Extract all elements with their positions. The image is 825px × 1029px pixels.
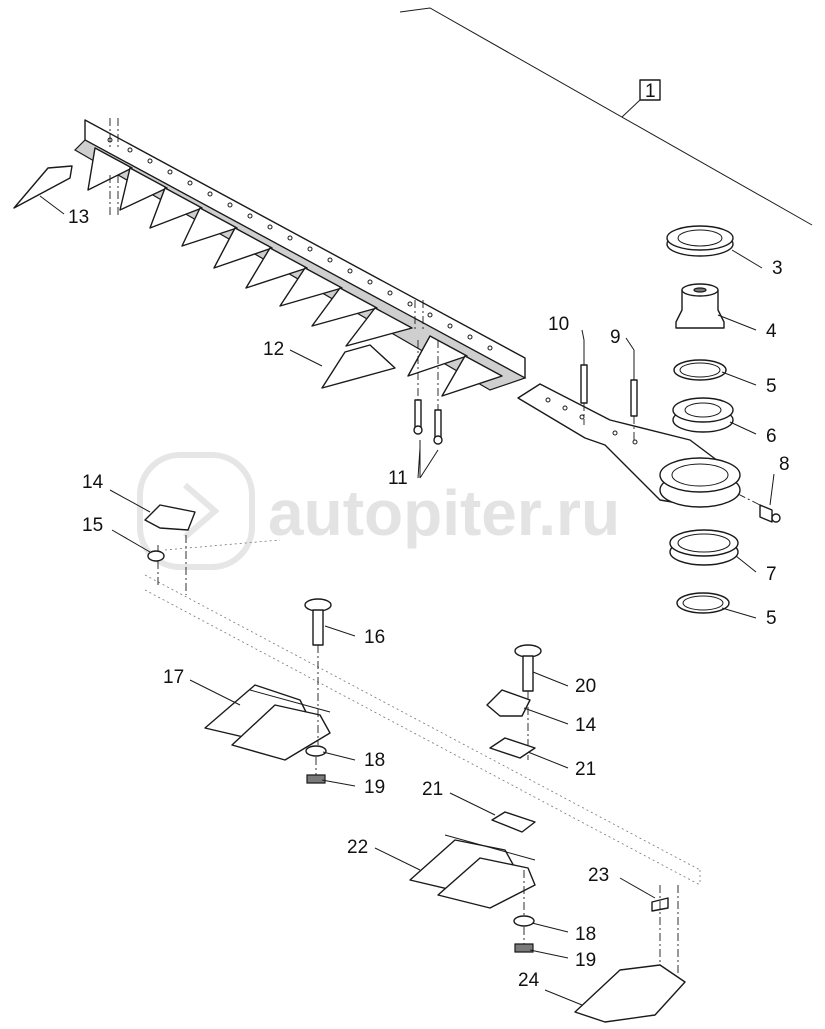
callout-22: 22 xyxy=(347,837,368,858)
callout-7: 7 xyxy=(766,564,777,585)
callout-numbers: 1 3 4 5 6 8 7 5 10 9 11 12 13 14 15 16 1… xyxy=(68,81,790,991)
bolts-9-10 xyxy=(580,340,638,440)
callout-18-lower: 18 xyxy=(575,924,596,945)
callout-20: 20 xyxy=(575,676,596,697)
guard-24 xyxy=(574,964,686,1023)
callout-3: 3 xyxy=(772,258,783,279)
callout-6: 6 xyxy=(766,426,777,447)
callout-11: 11 xyxy=(388,468,408,489)
callout-19-upper: 19 xyxy=(364,777,385,798)
washer-18-lower xyxy=(513,915,535,927)
knife-section-12 xyxy=(321,344,396,389)
bearing-stack xyxy=(659,225,781,614)
callout-1: 1 xyxy=(645,81,656,102)
plate-21-upper xyxy=(489,737,536,759)
bolt-20 xyxy=(514,644,542,760)
knife-bar xyxy=(74,118,527,397)
leader-lines xyxy=(109,249,775,1006)
rivets-11 xyxy=(413,340,443,479)
callout-14-upper: 14 xyxy=(82,472,104,493)
nut-19-lower xyxy=(514,943,534,953)
rivet-holes xyxy=(107,137,493,351)
callout-box-1 xyxy=(639,79,661,101)
knife-section-13 xyxy=(13,165,73,209)
guard-22 xyxy=(409,834,536,915)
callout-5-upper: 5 xyxy=(766,376,777,397)
watermark: autopiter.ru xyxy=(137,452,620,570)
callout-13: 13 xyxy=(68,207,89,228)
callout-9: 9 xyxy=(610,327,621,348)
clip-14-lower xyxy=(486,689,531,717)
callout-16: 16 xyxy=(364,627,385,648)
bolt-16 xyxy=(304,598,332,745)
callout-8: 8 xyxy=(779,454,790,475)
knife-sections xyxy=(87,147,503,397)
callout-14-lower: 14 xyxy=(575,715,597,736)
callout-15: 15 xyxy=(82,515,103,536)
washer-15 xyxy=(147,550,165,562)
callout-18-upper: 18 xyxy=(364,750,385,771)
callout-24: 24 xyxy=(518,970,540,991)
callout-19-lower: 19 xyxy=(575,950,596,971)
guard-17 xyxy=(204,684,331,761)
finger-bar xyxy=(144,539,701,886)
washer-18-upper xyxy=(305,745,327,757)
watermark-text: autopiter.ru xyxy=(268,477,620,549)
callout-21-right: 21 xyxy=(575,759,596,780)
callout-23: 23 xyxy=(588,865,609,886)
callout-10: 10 xyxy=(548,314,569,335)
callout-5-lower: 5 xyxy=(766,608,777,629)
nut-19-upper xyxy=(306,774,326,784)
plate-21-lower xyxy=(491,811,536,833)
callout-17: 17 xyxy=(163,667,184,688)
clip-14-upper xyxy=(144,504,196,595)
callout-4: 4 xyxy=(766,321,777,342)
callout-21-left: 21 xyxy=(422,779,443,800)
callout-12: 12 xyxy=(263,339,284,360)
assembly-bracket xyxy=(399,7,813,226)
